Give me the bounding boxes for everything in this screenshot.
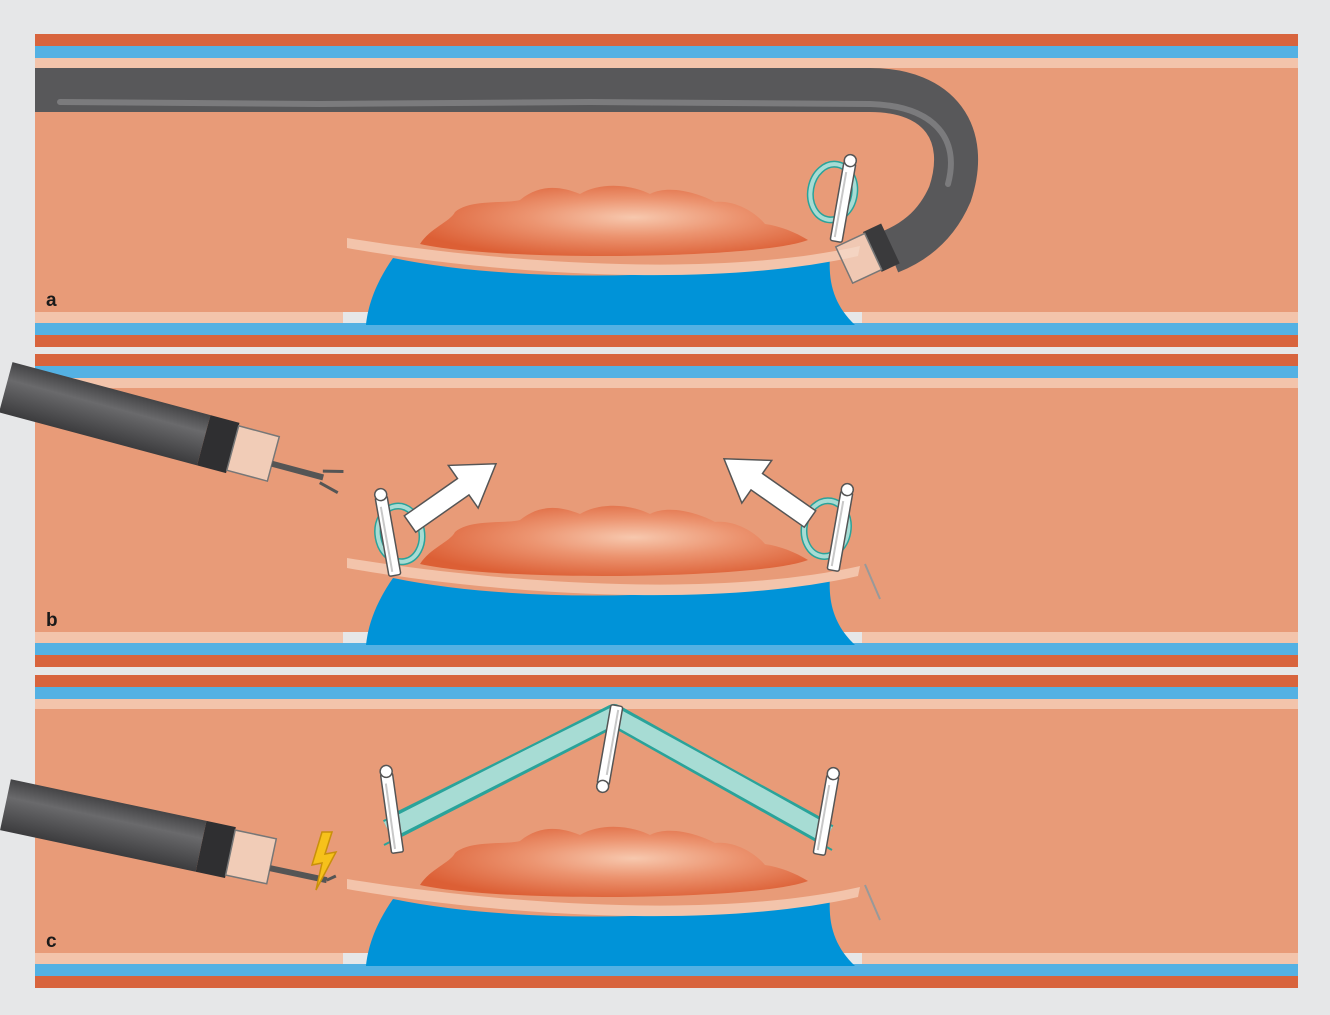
panel-label-c: c [46,931,57,952]
endoscope-shaft [35,68,979,273]
electric-spark-icon [310,831,338,891]
panel-b: b [0,354,1298,667]
panel-label-b: b [46,610,58,631]
panel-c: c [0,675,1298,988]
endoscope [0,362,344,495]
traction-arrow-right [722,457,817,529]
traction-arrow-left [403,462,498,534]
panel-label-a: a [46,290,57,311]
panel-a: a [35,34,1298,347]
endoscope [0,779,337,885]
